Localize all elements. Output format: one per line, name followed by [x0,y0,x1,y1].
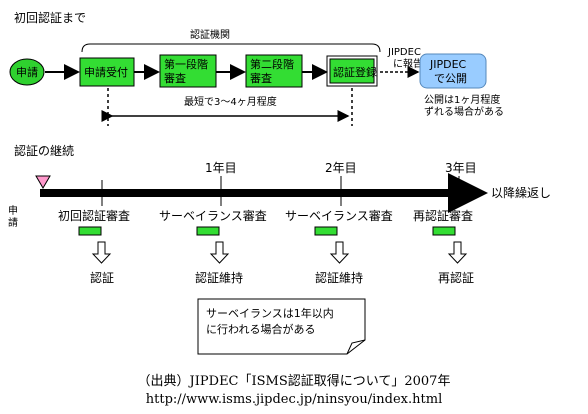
step-stage2-label-2: 審査 [250,71,272,85]
step-register-label: 認証登録 [333,65,377,79]
jipdec-publish-box [419,53,487,89]
jipdec-box-label-2: で公開 [434,72,467,85]
audit-surveillance-1-label: サーベイランス審査 [159,208,267,223]
audit-recert-label: 再認証審査 [413,208,473,223]
step-stage2-label-1: 第二段階 [250,57,294,71]
step-register-outer [326,55,378,87]
note-box-fold [346,339,366,355]
note-line-2: に行われる場合がある [206,322,315,336]
year-3-label: 3年目 [445,161,477,175]
step-receive-box [79,57,135,87]
step-stage2-box [245,54,303,88]
step-stage1-label-2: 審査 [164,71,186,85]
audit-surveillance-2-bar [314,226,338,236]
down-arrow-4-icon [447,241,468,264]
result-2-label: 認証維持 [195,270,243,285]
audit-surveillance-2-label: サーベイランス審査 [285,208,393,223]
section1-title: 初回認証まで [14,10,86,25]
result-4-label: 再認証 [438,270,474,285]
org-bracket [81,43,381,53]
audit-recert-bar [432,226,456,236]
report-label-1: JIPDEC [387,47,421,58]
publish-note-1: 公開は1ヶ月程度 [424,93,500,106]
source-line-2: http://www.isms.jipdec.jp/ninsyou/index.… [145,392,443,407]
source-line-1: （出典）JIPDEC「ISMS認証取得について」2007年 [137,374,451,389]
result-3-label: 認証維持 [315,270,363,285]
step-stage1-box [159,54,217,88]
publish-note-2: ずれる場合がある [424,105,504,118]
start-marker-triangle [35,175,51,189]
after-label: 以降繰返し [491,186,551,200]
section2-title: 認証の継続 [14,143,74,158]
report-label-2: に報告 [393,57,423,70]
step-register-box [329,58,375,84]
org-label: 認証機関 [190,28,230,41]
down-arrow-1-icon [91,241,112,264]
apply-label: 申請 [16,65,38,79]
duration-label: 最短で3～4ヶ月程度 [184,95,277,108]
year-2-label: 2年目 [325,161,357,175]
apply-oval [9,58,45,86]
note-line-1: サーベイランスは1年以内 [206,306,334,320]
down-arrow-2-icon [209,241,230,264]
down-arrow-3-icon [329,241,350,264]
apply-vertical-1: 申 [8,204,18,217]
note-box [197,298,366,355]
audit-surveillance-1-bar [196,226,220,236]
apply-vertical-2: 請 [8,216,18,229]
year-1-label: 1年目 [205,161,237,175]
audit-initial-bar [78,226,102,236]
jipdec-box-label-1: JIPDEC [429,58,467,71]
result-1-label: 認証 [90,270,114,285]
step-stage1-label-1: 第一段階 [164,57,208,71]
audit-initial-label: 初回認証審査 [58,208,130,223]
step-receive-label: 申請受付 [84,65,128,79]
